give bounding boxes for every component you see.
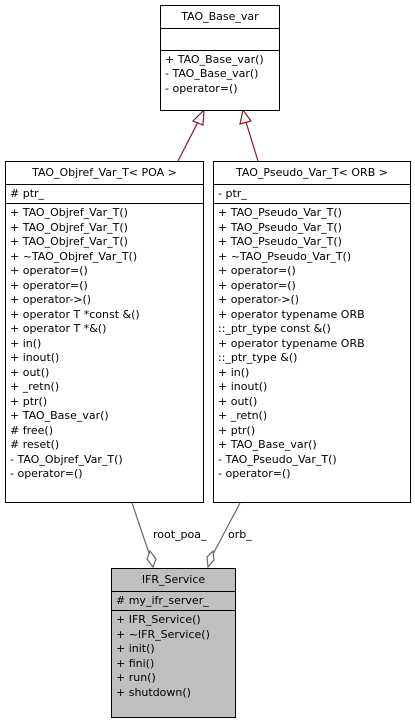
class-member: - TAO_Objref_Var_T() <box>10 452 123 466</box>
class-member: + ptr() <box>218 423 256 437</box>
class-member: + operator->() <box>10 293 92 306</box>
class-member: + ptr() <box>10 394 48 408</box>
class-member: - operator=() <box>10 467 83 480</box>
class-member: + TAO_Base_var() <box>218 438 317 451</box>
class-member: + inout() <box>218 380 268 393</box>
method-section: + IFR_Service()+ ~IFR_Service()+ init()+… <box>112 610 235 702</box>
class-member: + operator=() <box>10 264 88 277</box>
class-title: TAO_Objref_Var_T< POA > <box>32 166 177 179</box>
method-section: + TAO_Objref_Var_T()+ TAO_Objref_Var_T()… <box>6 203 203 484</box>
class-member: + operator=() <box>218 264 296 277</box>
class-member: + inout() <box>10 351 60 364</box>
class-member: - ptr_ <box>218 186 247 200</box>
class-box-tao-objref-var-t[interactable]: TAO_Objref_Var_T< POA > # ptr_ + TAO_Obj… <box>5 161 204 503</box>
class-member: + ~TAO_Pseudo_Var_T() <box>218 249 352 263</box>
class-member: + TAO_Pseudo_Var_T() <box>218 206 342 219</box>
class-member: - TAO_Pseudo_Var_T() <box>218 452 337 466</box>
class-member: + TAO_Objref_Var_T() <box>10 206 128 219</box>
class-title: TAO_Base_var <box>181 10 259 23</box>
class-member: + in() <box>10 336 42 350</box>
class-member: + operator=() <box>10 278 88 292</box>
class-member: + TAO_Objref_Var_T() <box>10 235 128 248</box>
class-member: + operator T *&() <box>10 322 107 335</box>
edge-label-root-poa: root_poa_ <box>153 528 207 541</box>
class-member: + operator=() <box>218 278 296 292</box>
class-member: + operator->() <box>218 293 300 306</box>
class-member: + operator typename ORB <box>218 336 365 350</box>
attribute-section: - ptr_ <box>214 183 410 204</box>
class-member: + _retn() <box>218 409 268 422</box>
association-edge-root-poa <box>131 502 157 569</box>
class-member: + operator typename ORB <box>218 307 365 321</box>
class-member: + TAO_Base_var() <box>10 409 109 422</box>
class-title: TAO_Pseudo_Var_T< ORB > <box>236 166 388 179</box>
class-member: + IFR_Service() <box>116 613 201 626</box>
method-section: + TAO_Base_var()- TAO_Base_var()- operat… <box>161 49 279 99</box>
class-member: ::_ptr_type &() <box>218 351 298 364</box>
class-member: + _retn() <box>10 380 60 393</box>
class-member: + run() <box>116 671 156 684</box>
association-edge-orb <box>206 502 241 569</box>
method-section: + TAO_Pseudo_Var_T()+ TAO_Pseudo_Var_T()… <box>214 203 410 484</box>
class-member: + in() <box>218 365 250 379</box>
class-member: - operator=() <box>218 467 291 480</box>
edge-label-orb: orb_ <box>228 528 252 541</box>
class-member: - TAO_Base_var() <box>165 67 259 80</box>
attribute-section: # my_ifr_server_ <box>112 590 235 611</box>
class-box-tao-base-var[interactable]: TAO_Base_var + TAO_Base_var()- TAO_Base_… <box>160 5 280 111</box>
inheritance-edge-objref-to-base <box>177 108 205 162</box>
class-member: + ~IFR_Service() <box>116 627 210 641</box>
class-member: # free() <box>10 423 53 437</box>
attribute-section <box>161 27 279 50</box>
class-title: IFR_Service <box>141 573 206 586</box>
inheritance-edge-pseudo-to-base <box>239 108 259 162</box>
class-member: + ~TAO_Objref_Var_T() <box>10 249 138 263</box>
class-member: + operator T *const &() <box>10 307 140 321</box>
class-member: + out() <box>10 365 50 379</box>
class-member: + TAO_Pseudo_Var_T() <box>218 235 342 248</box>
class-member: + out() <box>218 394 258 408</box>
class-box-ifr-service[interactable]: IFR_Service # my_ifr_server_ + IFR_Servi… <box>111 568 236 718</box>
class-member: + init() <box>116 642 155 655</box>
class-member: + fini() <box>116 656 155 670</box>
class-member: + TAO_Objref_Var_T() <box>10 220 128 234</box>
class-member: + shutdown() <box>116 685 191 699</box>
attribute-section: # ptr_ <box>6 183 203 204</box>
class-member: - operator=() <box>165 81 238 95</box>
class-box-tao-pseudo-var-t[interactable]: TAO_Pseudo_Var_T< ORB > - ptr_ + TAO_Pse… <box>213 161 411 503</box>
class-member: # ptr_ <box>10 186 45 200</box>
class-member: + TAO_Pseudo_Var_T() <box>218 220 342 234</box>
class-member: ::_ptr_type const &() <box>218 322 331 335</box>
class-member: # my_ifr_server_ <box>116 593 209 607</box>
class-member: # reset() <box>10 438 60 451</box>
class-member: + TAO_Base_var() <box>165 52 264 66</box>
